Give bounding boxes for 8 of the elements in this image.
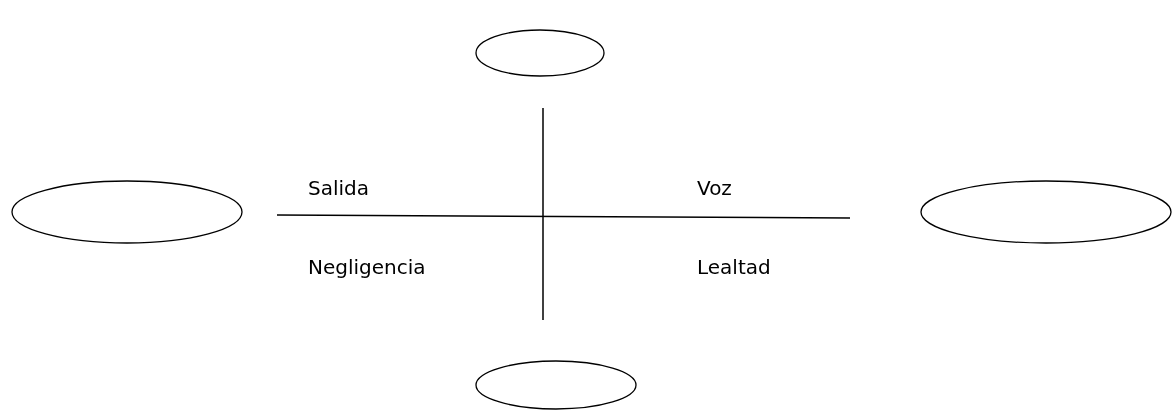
empty-ellipse — [475, 29, 605, 77]
empty-ellipse — [920, 180, 1172, 244]
quadrant-label: Salida — [308, 176, 369, 200]
quadrant-label: Negligencia — [308, 255, 426, 279]
empty-ellipse — [11, 180, 243, 244]
empty-ellipse — [475, 360, 637, 410]
quadrant-label: Lealtad — [697, 255, 771, 279]
quadrant-label: Voz — [697, 176, 732, 200]
